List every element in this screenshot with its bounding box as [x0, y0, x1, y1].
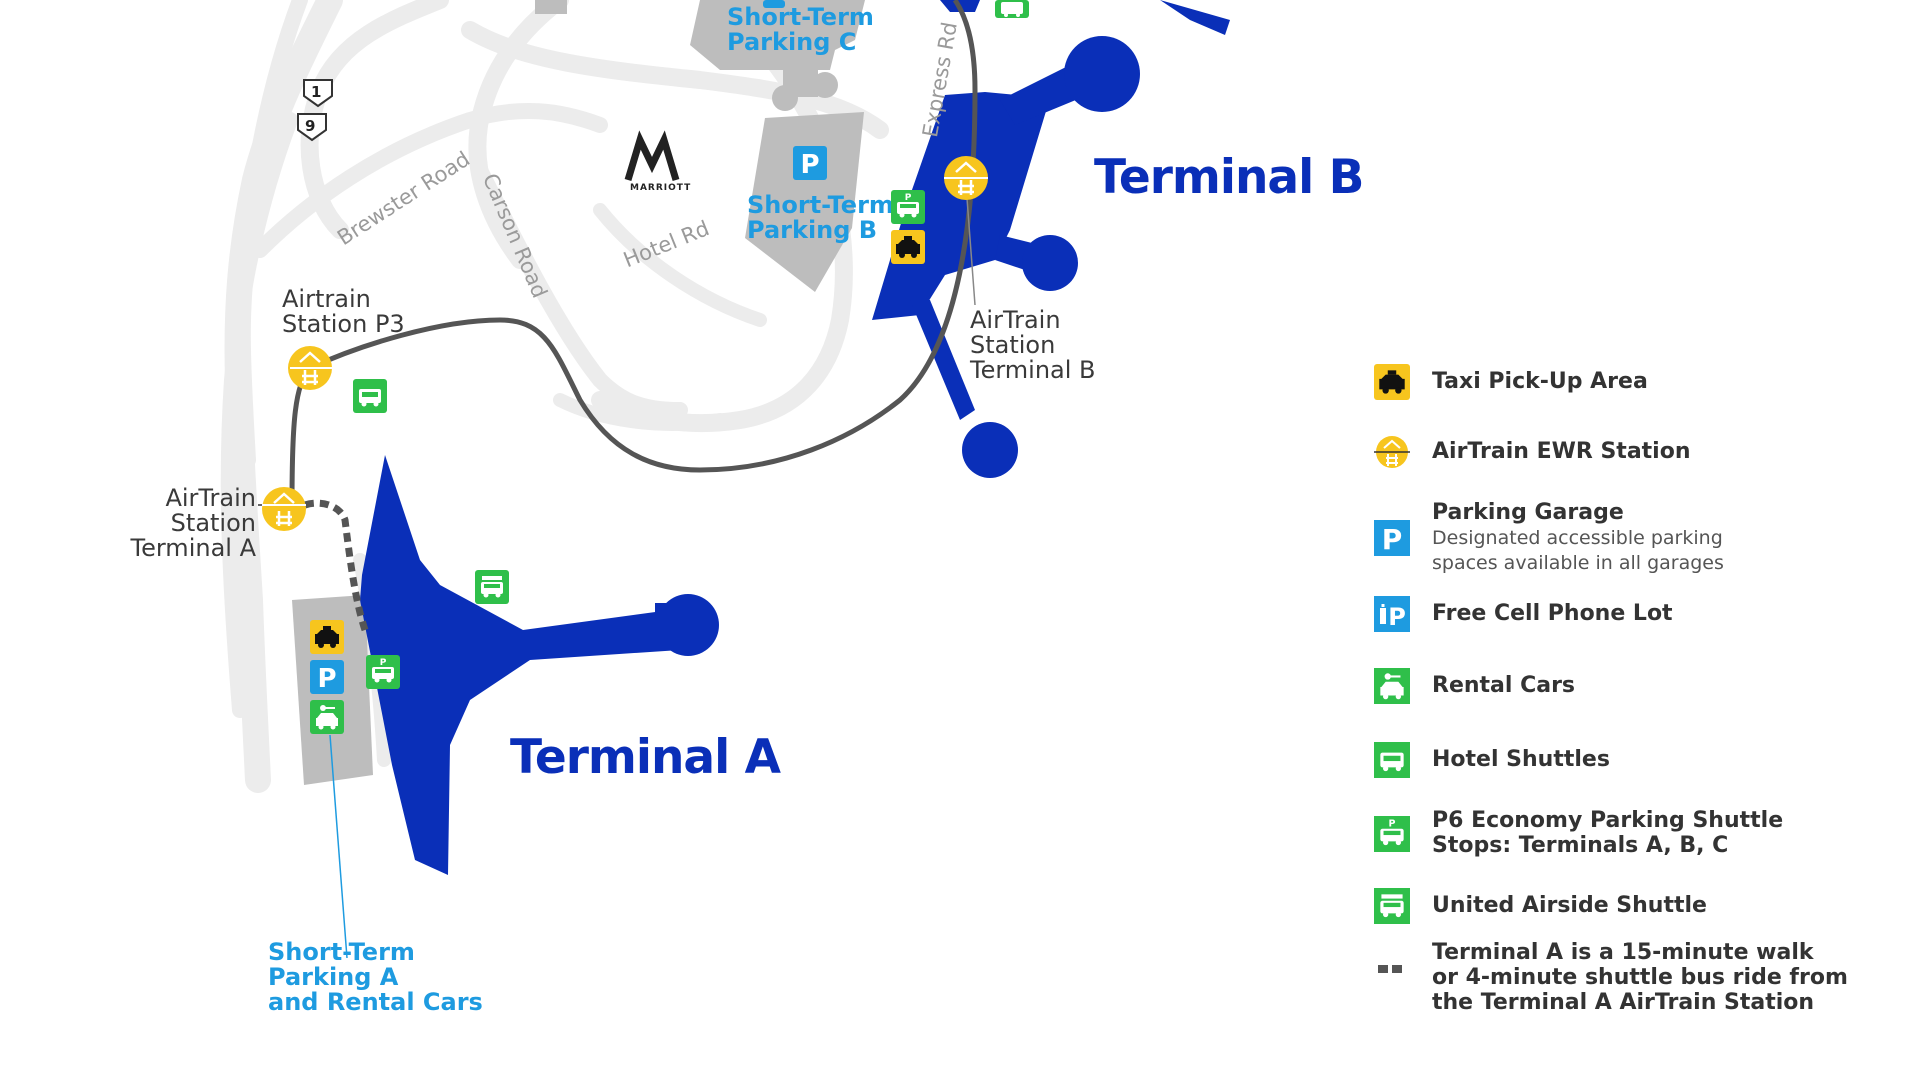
airtrain-station-icon	[944, 156, 988, 200]
station-terminal-a-label: AirTrain Station Terminal A	[130, 484, 256, 562]
highway-shield-1-number: 1	[311, 83, 322, 101]
rental-car-icon	[310, 700, 344, 734]
marriott-wordmark: MARRIOTT	[630, 183, 692, 193]
hotel-shuttle-icon	[353, 379, 387, 413]
svg-text:P: P	[317, 664, 336, 694]
parking-c-label: Short-Term Parking C	[727, 3, 874, 56]
terminal-a-shape	[360, 455, 719, 875]
walk-path-icon	[1374, 962, 1410, 976]
p6-shuttle-icon: P	[366, 655, 400, 689]
legend-title: Free Cell Phone Lot	[1432, 601, 1673, 626]
svg-text:P: P	[380, 658, 387, 668]
station-p3-label: Airtrain Station P3	[282, 285, 405, 338]
svg-text:P: P	[1389, 819, 1396, 830]
parking-lot-c	[690, 0, 865, 70]
legend-title: Rental Cars	[1432, 673, 1576, 698]
legend-title: Hotel Shuttles	[1432, 747, 1610, 772]
highway-shield-1	[303, 79, 333, 108]
station-terminal-b-label: AirTrain Station Terminal B	[970, 306, 1096, 384]
united-shuttle-icon	[475, 570, 509, 604]
taxi-icon	[310, 620, 344, 654]
svg-text:P: P	[1382, 523, 1403, 556]
legend-title: United Airside Shuttle	[1432, 893, 1707, 918]
parking-a-leader	[329, 734, 348, 959]
airtrain-station-icon	[1374, 434, 1410, 470]
legend-title: Parking Garage	[1432, 500, 1624, 525]
taxi-icon	[1374, 364, 1410, 400]
terminal-b-label: Terminal B	[1094, 150, 1364, 205]
p6-shuttle-icon: P	[891, 190, 925, 224]
taxi-icon	[891, 230, 925, 264]
parking-garage-icon: P	[1374, 520, 1410, 556]
parking-b-label: Short-Term Parking B	[747, 191, 894, 244]
rental-car-icon	[1374, 668, 1410, 704]
terminal-b-shape	[872, 0, 1230, 478]
parking-garage-icon	[763, 0, 785, 8]
legend-title: AirTrain EWR Station	[1432, 439, 1691, 464]
parking-garage-icon: P	[793, 146, 827, 180]
station-b-leader	[965, 184, 976, 306]
terminal-a-label: Terminal A	[510, 730, 781, 785]
legend-title: Terminal A is a 15-minute walk or 4-minu…	[1432, 940, 1848, 1015]
legend-title: P6 Economy Parking Shuttle Stops: Termin…	[1432, 808, 1784, 858]
hotel-shuttle-icon	[995, 0, 1029, 18]
parking-lot-c-structure	[772, 45, 838, 111]
cell-phone-lot-icon: P	[1374, 596, 1410, 632]
parking-lot-b	[745, 112, 864, 292]
highway-shield-9	[297, 113, 327, 142]
parking-a-label: Short-Term Parking A and Rental Cars	[268, 938, 483, 1016]
highway-shield-9-number: 9	[305, 117, 316, 135]
svg-text:P: P	[1388, 603, 1406, 631]
airtrain-station-icon	[262, 487, 306, 531]
united-shuttle-icon	[1374, 888, 1410, 924]
walk-path	[303, 499, 369, 632]
parking-garage-icon: P	[310, 660, 344, 694]
small-building	[535, 0, 567, 14]
marriott-logo	[624, 130, 680, 182]
airtrain-station-icon	[288, 346, 332, 390]
p6-shuttle-icon: P	[1374, 816, 1410, 852]
legend-title: Taxi Pick-Up Area	[1432, 369, 1648, 394]
legend-subtitle: Designated accessible parking spaces ava…	[1432, 527, 1724, 574]
hotel-shuttle-icon	[1374, 742, 1410, 778]
svg-text:P: P	[905, 193, 912, 203]
svg-text:P: P	[800, 150, 819, 180]
